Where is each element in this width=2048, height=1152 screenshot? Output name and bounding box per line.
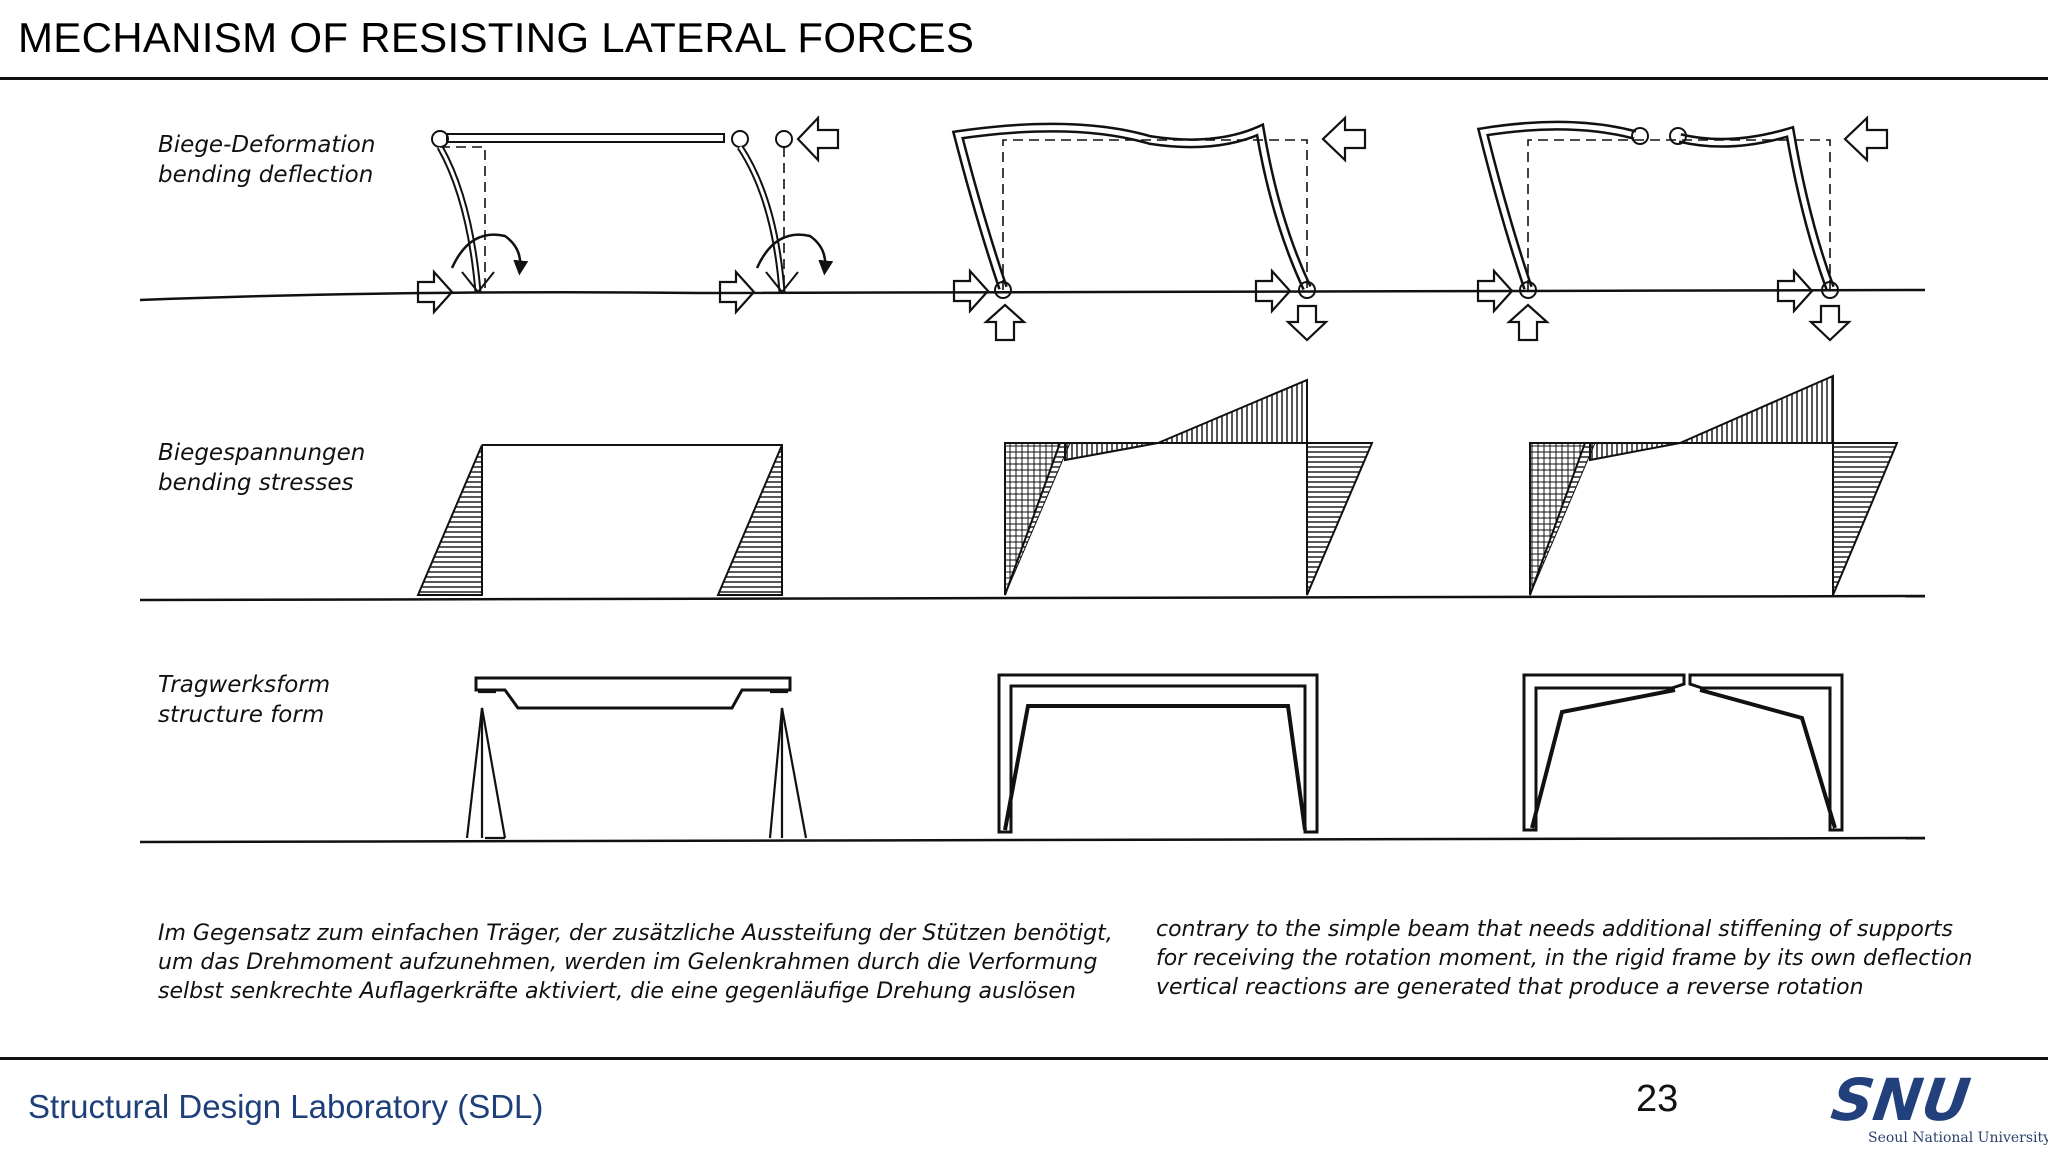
snu-logo-subtext: Seoul National University xyxy=(1868,1130,2048,1146)
header-rule xyxy=(0,77,2048,80)
rigid-frame-deflection xyxy=(951,115,1367,342)
rigid-frame-stress-diagram xyxy=(1004,378,1374,596)
page-number: 23 xyxy=(1636,1078,1679,1120)
three-hinged-frame-deflection xyxy=(1476,115,1889,342)
simple-beam-stress-diagram xyxy=(416,444,783,596)
footer-rule xyxy=(0,1057,2048,1060)
caption-de-line-1: Im Gegensatz zum einfachen Träger, der z… xyxy=(158,921,1113,946)
english-caption: contrary to the simple beam that needs a… xyxy=(1156,917,1972,1000)
snu-logo-mark: SNU xyxy=(1827,1066,1975,1134)
caption-de-line-3: selbst senkrechte Auflagerkräfte aktivie… xyxy=(158,979,1076,1004)
row1-ground-line xyxy=(139,288,1926,302)
three-hinged-frame-structure-form xyxy=(1522,673,1844,832)
german-caption: Im Gegensatz zum einfachen Träger, der z… xyxy=(158,921,1113,1004)
caption-en-line-1: contrary to the simple beam that needs a… xyxy=(1156,917,1953,942)
simple-beam-structure-form xyxy=(465,676,808,840)
footer-lab-name: Structural Design Laboratory (SDL) xyxy=(28,1088,544,1125)
snu-logo: SNU Seoul National University xyxy=(1824,1066,2048,1152)
rigid-frame-structure-form xyxy=(997,673,1319,834)
row1-label-en: bending deflection xyxy=(158,162,373,188)
three-hinged-frame-stress-diagram xyxy=(1529,374,1899,596)
row2-label-en: bending stresses xyxy=(158,470,354,496)
row2-ground-line xyxy=(139,594,1926,602)
row3-label-de: Tragwerksform xyxy=(158,672,330,698)
caption-en-line-2: for receiving the rotation moment, in th… xyxy=(1156,946,1972,971)
row2-label-de: Biegespannungen xyxy=(158,440,365,466)
caption-en-line-3: vertical reactions are generated that pr… xyxy=(1156,975,1864,1000)
caption-de-line-2: um das Drehmoment aufzunehmen, werden im… xyxy=(158,950,1097,975)
row3-ground-line xyxy=(139,836,1926,844)
row3-label-en: structure form xyxy=(158,702,324,728)
page-title: MECHANISM OF RESISTING LATERAL FORCES xyxy=(18,14,975,61)
row1-label-de: Biege-Deformation xyxy=(158,132,375,158)
simple-beam-deflection xyxy=(416,115,840,315)
